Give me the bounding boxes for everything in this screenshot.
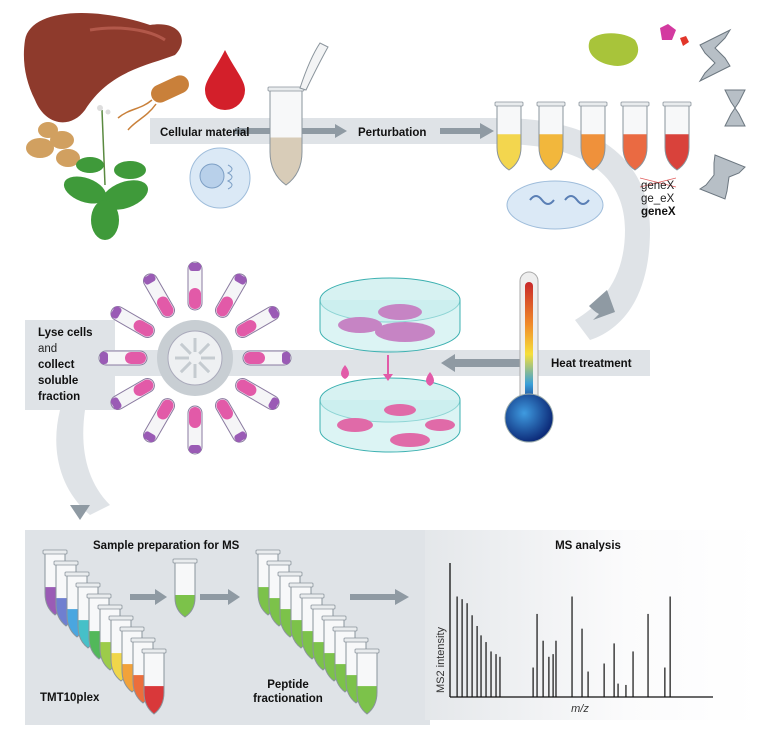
tube-cap: [299, 42, 329, 91]
label-peptide: Peptide: [267, 679, 309, 691]
thermometer-icon: [504, 271, 554, 443]
label-gene-bold: geneX: [641, 206, 676, 218]
y-axis-label: MS2 intensity: [435, 626, 447, 693]
rotor-tube: [110, 378, 155, 410]
arrow-right-icon: [350, 589, 409, 605]
blood-drop-icon: [205, 50, 245, 110]
label-gene-edited: ge_eX: [641, 193, 675, 205]
rotor-tube: [215, 273, 247, 318]
rotor-spoke: [179, 361, 192, 374]
sample-tube: [267, 86, 305, 186]
rotor-tube: [235, 306, 280, 338]
perturbation-tube: [536, 101, 566, 171]
label-collect: collect: [38, 359, 75, 371]
rotor-spoke: [198, 342, 211, 355]
liver-icon: [23, 12, 182, 123]
culture-dish-top: [319, 277, 461, 353]
label-heat-treatment: Heat treatment: [551, 358, 632, 370]
label-soluble: soluble: [38, 375, 78, 387]
label-fraction: fraction: [38, 391, 80, 403]
rotor-spoke: [198, 361, 211, 374]
rotor-tube: [98, 350, 148, 366]
perturbation-tube: [578, 101, 608, 171]
label-fractionation: fractionation: [253, 693, 323, 705]
dividing-cell-icon: [506, 180, 604, 230]
arrow-down-icon: [70, 505, 90, 520]
rotor-tube: [187, 405, 203, 455]
ms-spectrum: MS2 intensity m/z: [435, 563, 713, 715]
rotor-tube: [215, 398, 247, 443]
fraction-tube: [354, 648, 380, 715]
rotor-spoke: [179, 342, 192, 355]
rotor-tube: [143, 398, 175, 443]
perturbation-agents: [588, 24, 746, 200]
label-ms-analysis: MS analysis: [555, 540, 621, 552]
rotor-tube: [187, 261, 203, 311]
tmt-tube: [141, 648, 167, 715]
perturbation-tube: [494, 101, 524, 171]
pooled-tube: [172, 558, 198, 618]
label-perturbation: Perturbation: [358, 127, 426, 139]
label-tmt10plex: TMT10plex: [40, 692, 100, 704]
arrow-right-icon: [440, 123, 494, 139]
culture-dish-bottom: [319, 355, 461, 453]
rotor-tube: [143, 273, 175, 318]
label-cellular-material: Cellular material: [160, 127, 249, 139]
perturbation-tube: [620, 101, 650, 171]
rotor-tube: [235, 378, 280, 410]
arrow-right-icon: [130, 589, 167, 605]
yeast-icon: [26, 122, 80, 167]
rotor-tube: [242, 350, 292, 366]
label-gene-struck: geneX: [641, 180, 675, 192]
arrow-right-icon: [200, 589, 240, 605]
x-axis-label: m/z: [571, 703, 589, 715]
strike-mark: [639, 177, 677, 188]
plant-icon: [63, 105, 148, 240]
arrow-left-icon: [441, 354, 520, 372]
ms-analysis-panel: [425, 530, 760, 720]
rotor-tube: [110, 306, 155, 338]
hourglass-icon: [698, 28, 746, 200]
arrow-curve-icon: [589, 290, 615, 320]
centrifuge-rotor: [98, 261, 292, 455]
cell-icon: [189, 147, 251, 209]
bacterium-icon: [117, 75, 189, 131]
label-lyse-cells: Lyse cells: [38, 327, 93, 339]
label-sample-prep: Sample preparation for MS: [93, 540, 240, 552]
label-and: and: [38, 343, 57, 355]
perturbation-tube: [662, 101, 692, 171]
